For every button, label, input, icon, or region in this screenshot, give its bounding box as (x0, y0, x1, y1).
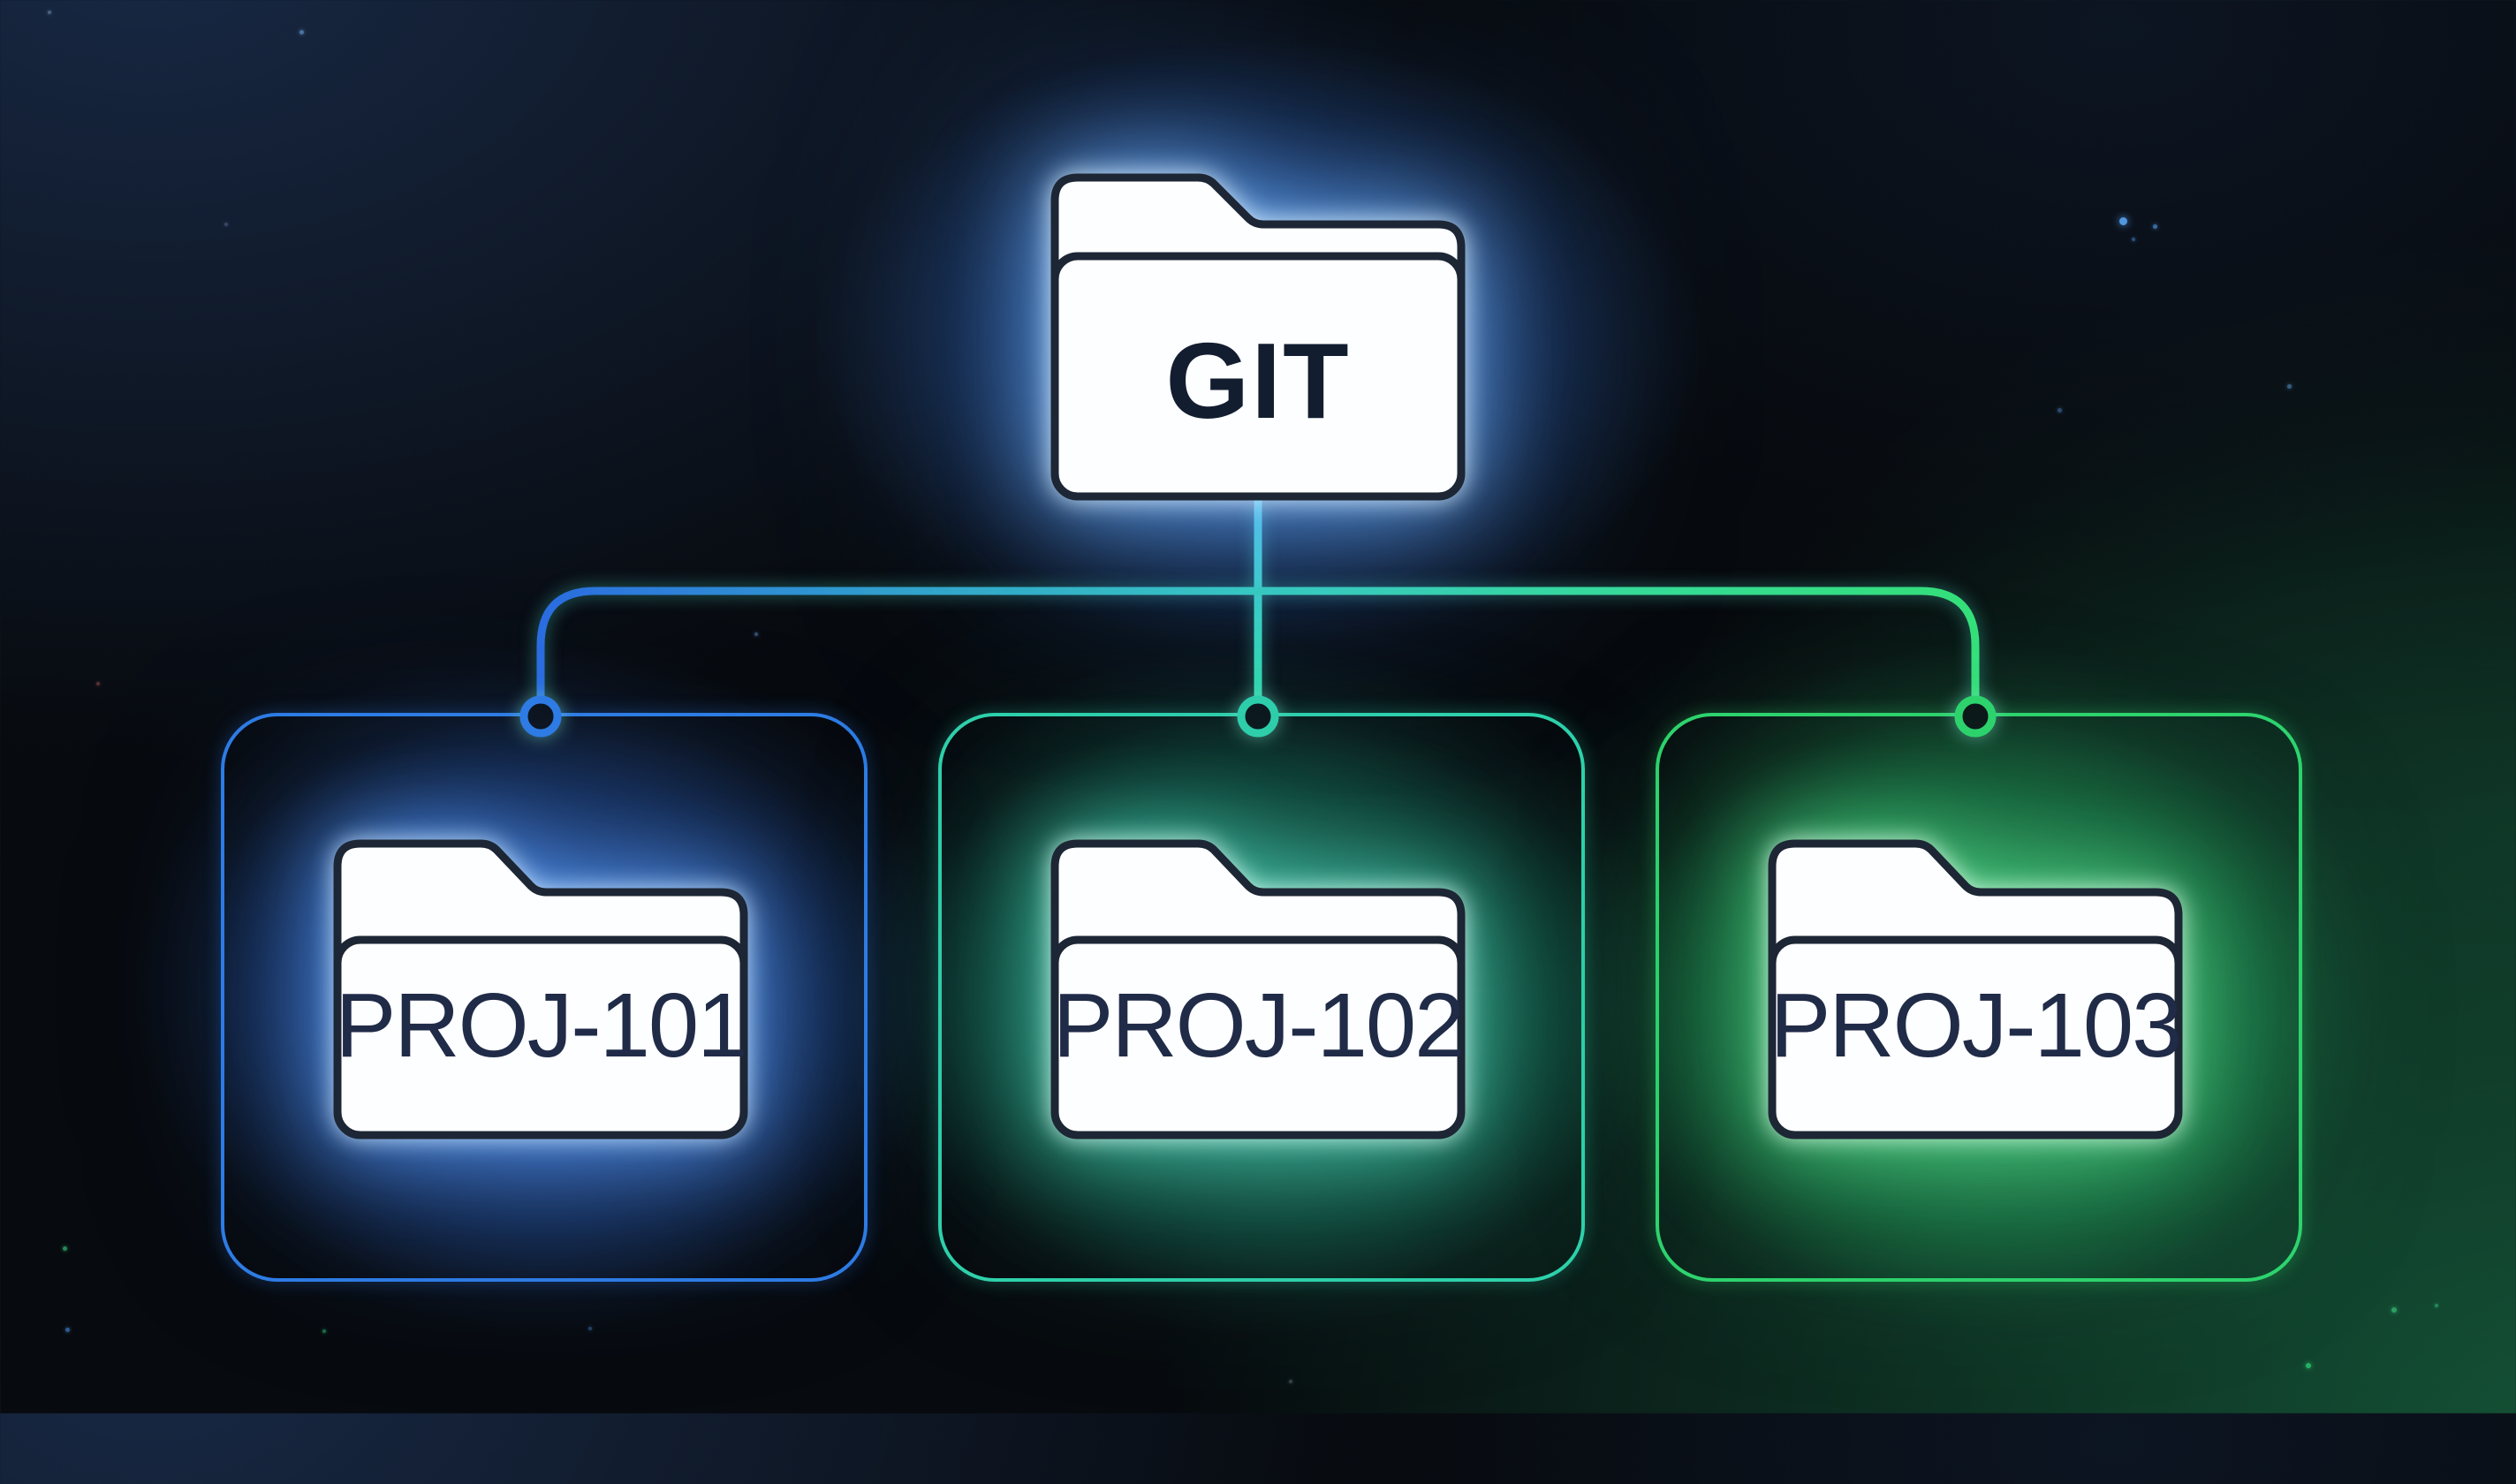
branch-line (536, 587, 1980, 698)
star-particle (1289, 1380, 1292, 1383)
proj-103-folder-icon (1768, 839, 2183, 1140)
star-particle (48, 11, 51, 14)
folder-front-shape (333, 935, 748, 1140)
star-particle (2132, 238, 2135, 241)
folder-back-shape (1768, 839, 2183, 970)
git-folder-icon (1050, 173, 1466, 501)
star-particle (322, 1329, 326, 1333)
star-particle (65, 1328, 70, 1332)
folder-back-shape (333, 839, 748, 970)
star-particle (754, 632, 758, 636)
proj-101-folder-icon (333, 839, 748, 1140)
star-particle (96, 682, 100, 685)
star-particle (2435, 1304, 2438, 1307)
star-particle (2153, 224, 2157, 229)
star-particle (224, 223, 228, 226)
folder-back-shape (1050, 839, 1466, 970)
star-particle (2058, 408, 2062, 413)
star-particle (63, 1246, 67, 1251)
star-particle (588, 1327, 592, 1330)
star-particle (2391, 1307, 2397, 1313)
star-particle (2287, 384, 2292, 389)
folder-front-shape (1768, 935, 2183, 1140)
folder-front-shape (1050, 252, 1466, 501)
folder-front-shape (1050, 935, 1466, 1140)
proj-102-folder-icon (1050, 839, 1466, 1140)
star-particle (299, 30, 304, 34)
star-particle (2306, 1363, 2311, 1368)
star-particle (2119, 217, 2127, 225)
